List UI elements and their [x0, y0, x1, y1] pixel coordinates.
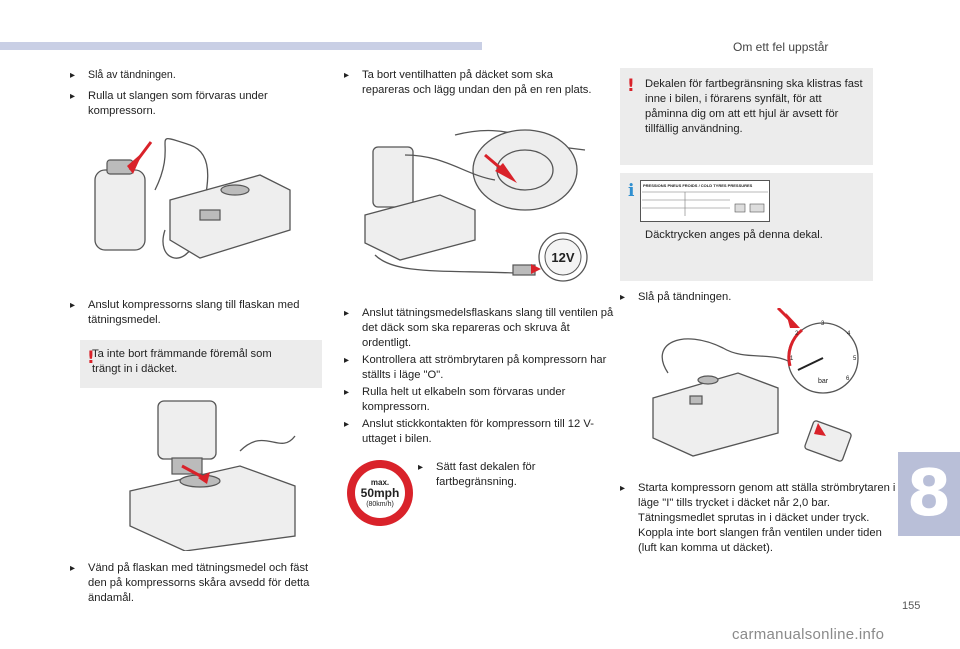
compressor-gauge-illustration: 1 2 3 4 5 6 bar [652, 308, 859, 462]
triangle-bullet-icon: ▸ [344, 308, 350, 319]
exclamation-icon: ! [627, 76, 635, 96]
section-title: Om ett fel uppstår [733, 40, 829, 54]
warning-sticker: ! Dekalen för fartbegränsning ska klistr… [620, 68, 873, 165]
triangle-bullet-icon: ▸ [70, 70, 76, 81]
triangle-bullet-icon: ▸ [620, 483, 626, 494]
compressor-hose-illustration [94, 138, 291, 259]
page-number: 155 [902, 600, 921, 612]
step-ignition-off: ▸ Slå av tändningen. [70, 69, 176, 81]
gauge-tick: 5 [853, 356, 857, 362]
watermark: carmanualsonline.info [732, 626, 885, 643]
list-item: ▸ Anslut tätningsmedelsflaskans slang ti… [344, 307, 614, 349]
triangle-bullet-icon: ▸ [70, 300, 76, 311]
speed-sign-max: max. [371, 478, 389, 487]
gauge-tick: 2 [795, 331, 799, 337]
triangle-bullet-icon: ▸ [70, 563, 76, 574]
chapter-tab: 8 [898, 452, 960, 536]
exclamation-icon: ! [87, 348, 95, 368]
bottle-inverted-illustration [129, 400, 296, 551]
warning-foreign-objects: ! Ta inte bort främmande föremål som trä… [80, 340, 322, 388]
step-start-compressor: ▸ Starta kompressorn genom att ställa st… [620, 482, 896, 554]
speed-sign-mph: 50mph [361, 486, 400, 500]
gauge-unit: bar [818, 378, 829, 385]
info-tyre-pressure: i PRESSIONS PNEUS FROIDS / COLD TYRES PR… [620, 173, 873, 281]
triangle-bullet-icon: ▸ [70, 91, 76, 102]
tyre-pressure-label: PRESSIONS PNEUS FROIDS / COLD TYRES PRES… [640, 180, 770, 222]
triangle-bullet-icon: ▸ [344, 387, 350, 398]
gauge-tick: 4 [847, 331, 851, 337]
step-turn-bottle: ▸ Vänd på flaskan med tätningsmedel och … [70, 562, 310, 604]
gauge-tick: 1 [790, 356, 794, 362]
speed-limit-sticker: max. 50mph (80km/h) [347, 460, 413, 526]
socket-label: 12V [551, 250, 574, 265]
step-attach-sticker: ▸ Sätt fast dekalen för fartbegränsning. [418, 461, 536, 488]
triangle-bullet-icon: ▸ [620, 292, 626, 303]
list-item: ▸ Rulla helt ut elkabeln som förvaras un… [344, 386, 566, 413]
step-list: ▸ Anslut tätningsmedelsflaskans slang ti… [344, 306, 618, 447]
speed-sign-kmh: (80km/h) [366, 501, 394, 508]
gauge-tick: 3 [821, 321, 825, 327]
gauge-tick: 6 [846, 376, 850, 382]
triangle-bullet-icon: ▸ [418, 462, 424, 473]
info-icon: i [628, 181, 635, 201]
step-ignition-on: ▸ Slå på tändningen. [620, 291, 732, 303]
step-connect-hose: ▸ Anslut kompressorns slang till flaskan… [70, 299, 300, 326]
step-unroll-hose: ▸ Rulla ut slangen som förvaras under ko… [70, 90, 268, 117]
triangle-bullet-icon: ▸ [344, 70, 350, 81]
triangle-bullet-icon: ▸ [344, 419, 350, 430]
list-item: ▸ Anslut stickkontakten för kompressorn … [344, 418, 594, 445]
list-item: ▸ Kontrollera att strömbrytaren på kompr… [344, 354, 607, 381]
step-remove-cap: ▸ Ta bort ventilhatten på däcket som ska… [344, 69, 592, 96]
header-bar [0, 42, 482, 50]
tyre-connection-illustration: 12V [364, 129, 588, 282]
triangle-bullet-icon: ▸ [344, 355, 350, 366]
label-header: PRESSIONS PNEUS FROIDS / COLD TYRES PRES… [643, 183, 753, 188]
